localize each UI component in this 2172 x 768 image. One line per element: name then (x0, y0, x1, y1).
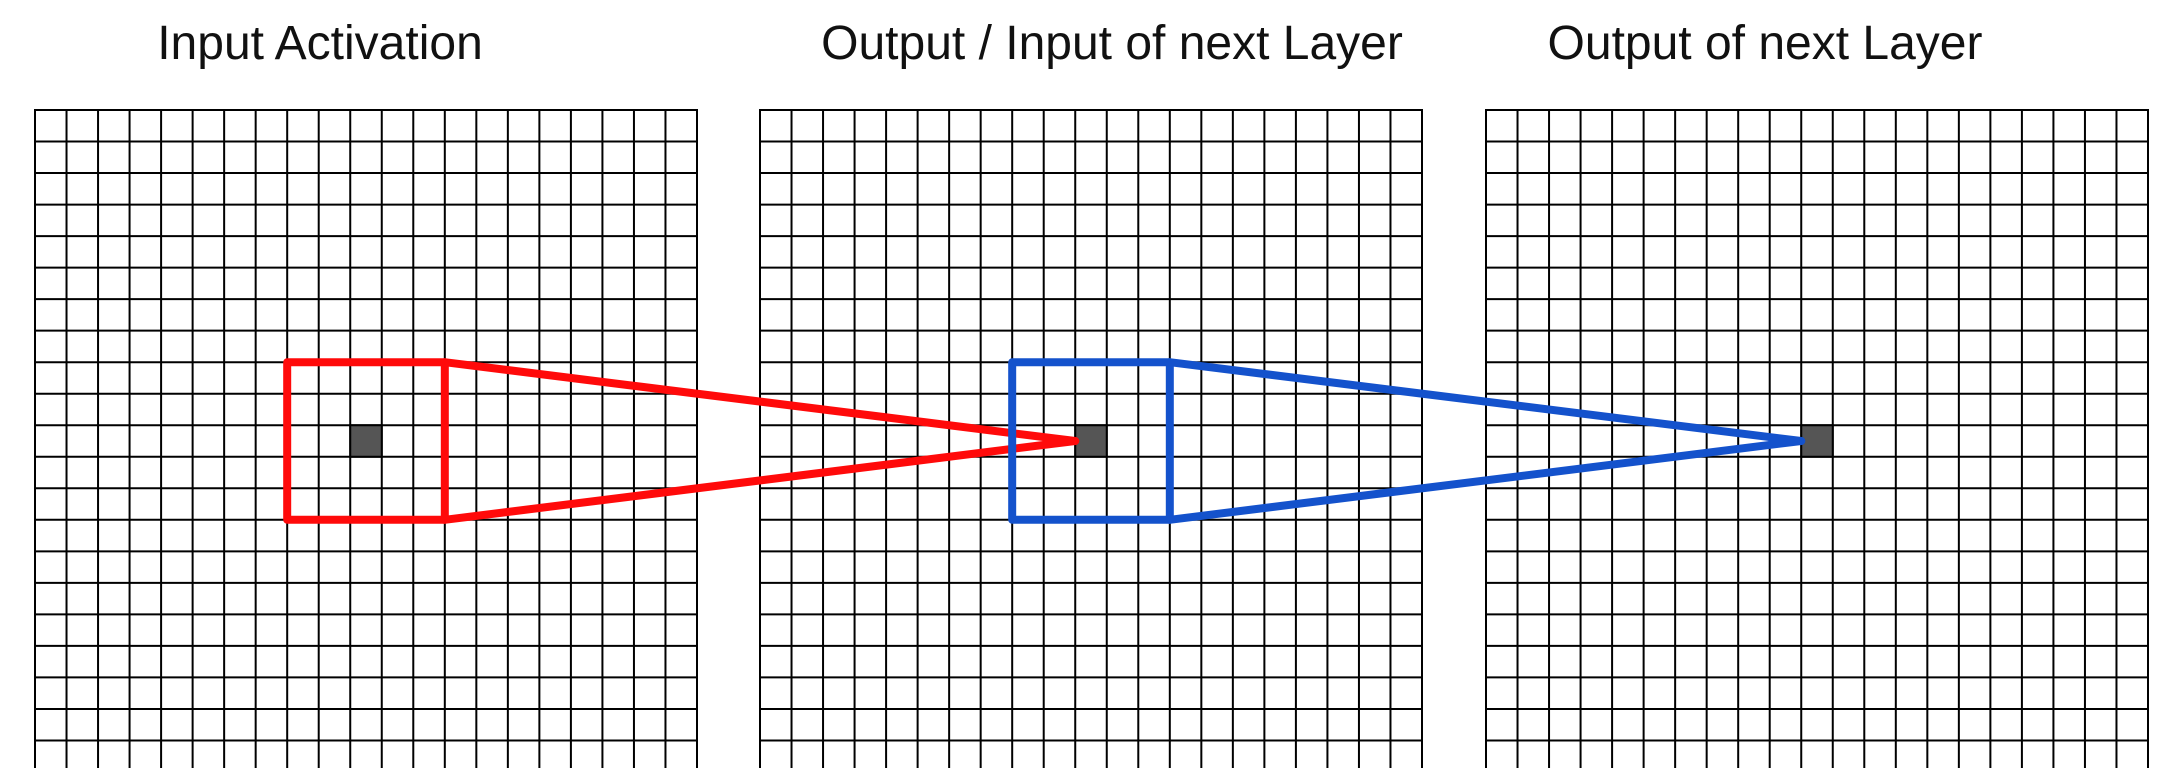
highlighted-cell (349, 424, 383, 458)
panel-title-output-next-layer: Output of next Layer (1547, 17, 1983, 70)
grid-output-next-layer (1485, 109, 2149, 768)
connector-line-bottom-1 (440, 437, 1080, 524)
connector-line-top-2 (1165, 358, 1806, 445)
panel-title-output-input-next-layer: Output / Input of next Layer (821, 17, 1403, 70)
connector-line-top-1 (440, 358, 1080, 445)
receptive-field-box-2 (1008, 358, 1174, 524)
connector-line-bottom-2 (1165, 437, 1806, 524)
panel-title-input-activation: Input Activation (157, 17, 483, 70)
grid-input-activation (34, 109, 698, 768)
highlighted-cell (1800, 424, 1834, 458)
highlighted-cell (1074, 424, 1108, 458)
receptive-field-box-1 (283, 358, 449, 524)
